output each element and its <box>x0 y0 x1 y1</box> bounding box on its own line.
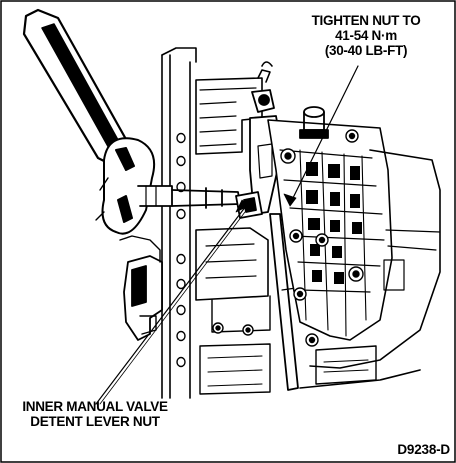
case-flange <box>161 47 197 399</box>
leader-lines <box>95 65 359 405</box>
part-callout-line2: DETENT LEVER NUT <box>30 414 160 429</box>
valve-body <box>195 77 271 395</box>
plate-bolts <box>212 129 364 347</box>
top-plunger <box>299 106 329 139</box>
part-arrowhead <box>235 199 249 213</box>
torque-arrowhead <box>283 193 297 207</box>
part-callout-line1: INNER MANUAL VALVE <box>22 399 168 414</box>
torque-callout-line2: 41-54 N·m <box>335 28 397 43</box>
part-leader <box>95 205 247 405</box>
spring-clip <box>257 61 273 83</box>
left-bracket-casting <box>119 235 163 341</box>
torque-callout-line3: (30-40 LB-FT) <box>324 43 408 58</box>
flange-bolt-holes <box>176 132 186 368</box>
part-callout: INNER MANUAL VALVE DETENT LEVER NUT <box>2 399 188 429</box>
right-housing <box>299 149 441 389</box>
figure-id: D9238-D <box>397 442 450 457</box>
torque-callout: TIGHTEN NUT TO 41-54 N·m (30-40 LB-FT) <box>298 13 434 58</box>
torque-leader <box>289 65 359 205</box>
wrench-head <box>95 137 173 235</box>
torque-callout-line1: TIGHTEN NUT TO <box>311 13 421 28</box>
socket-extension <box>171 187 241 209</box>
